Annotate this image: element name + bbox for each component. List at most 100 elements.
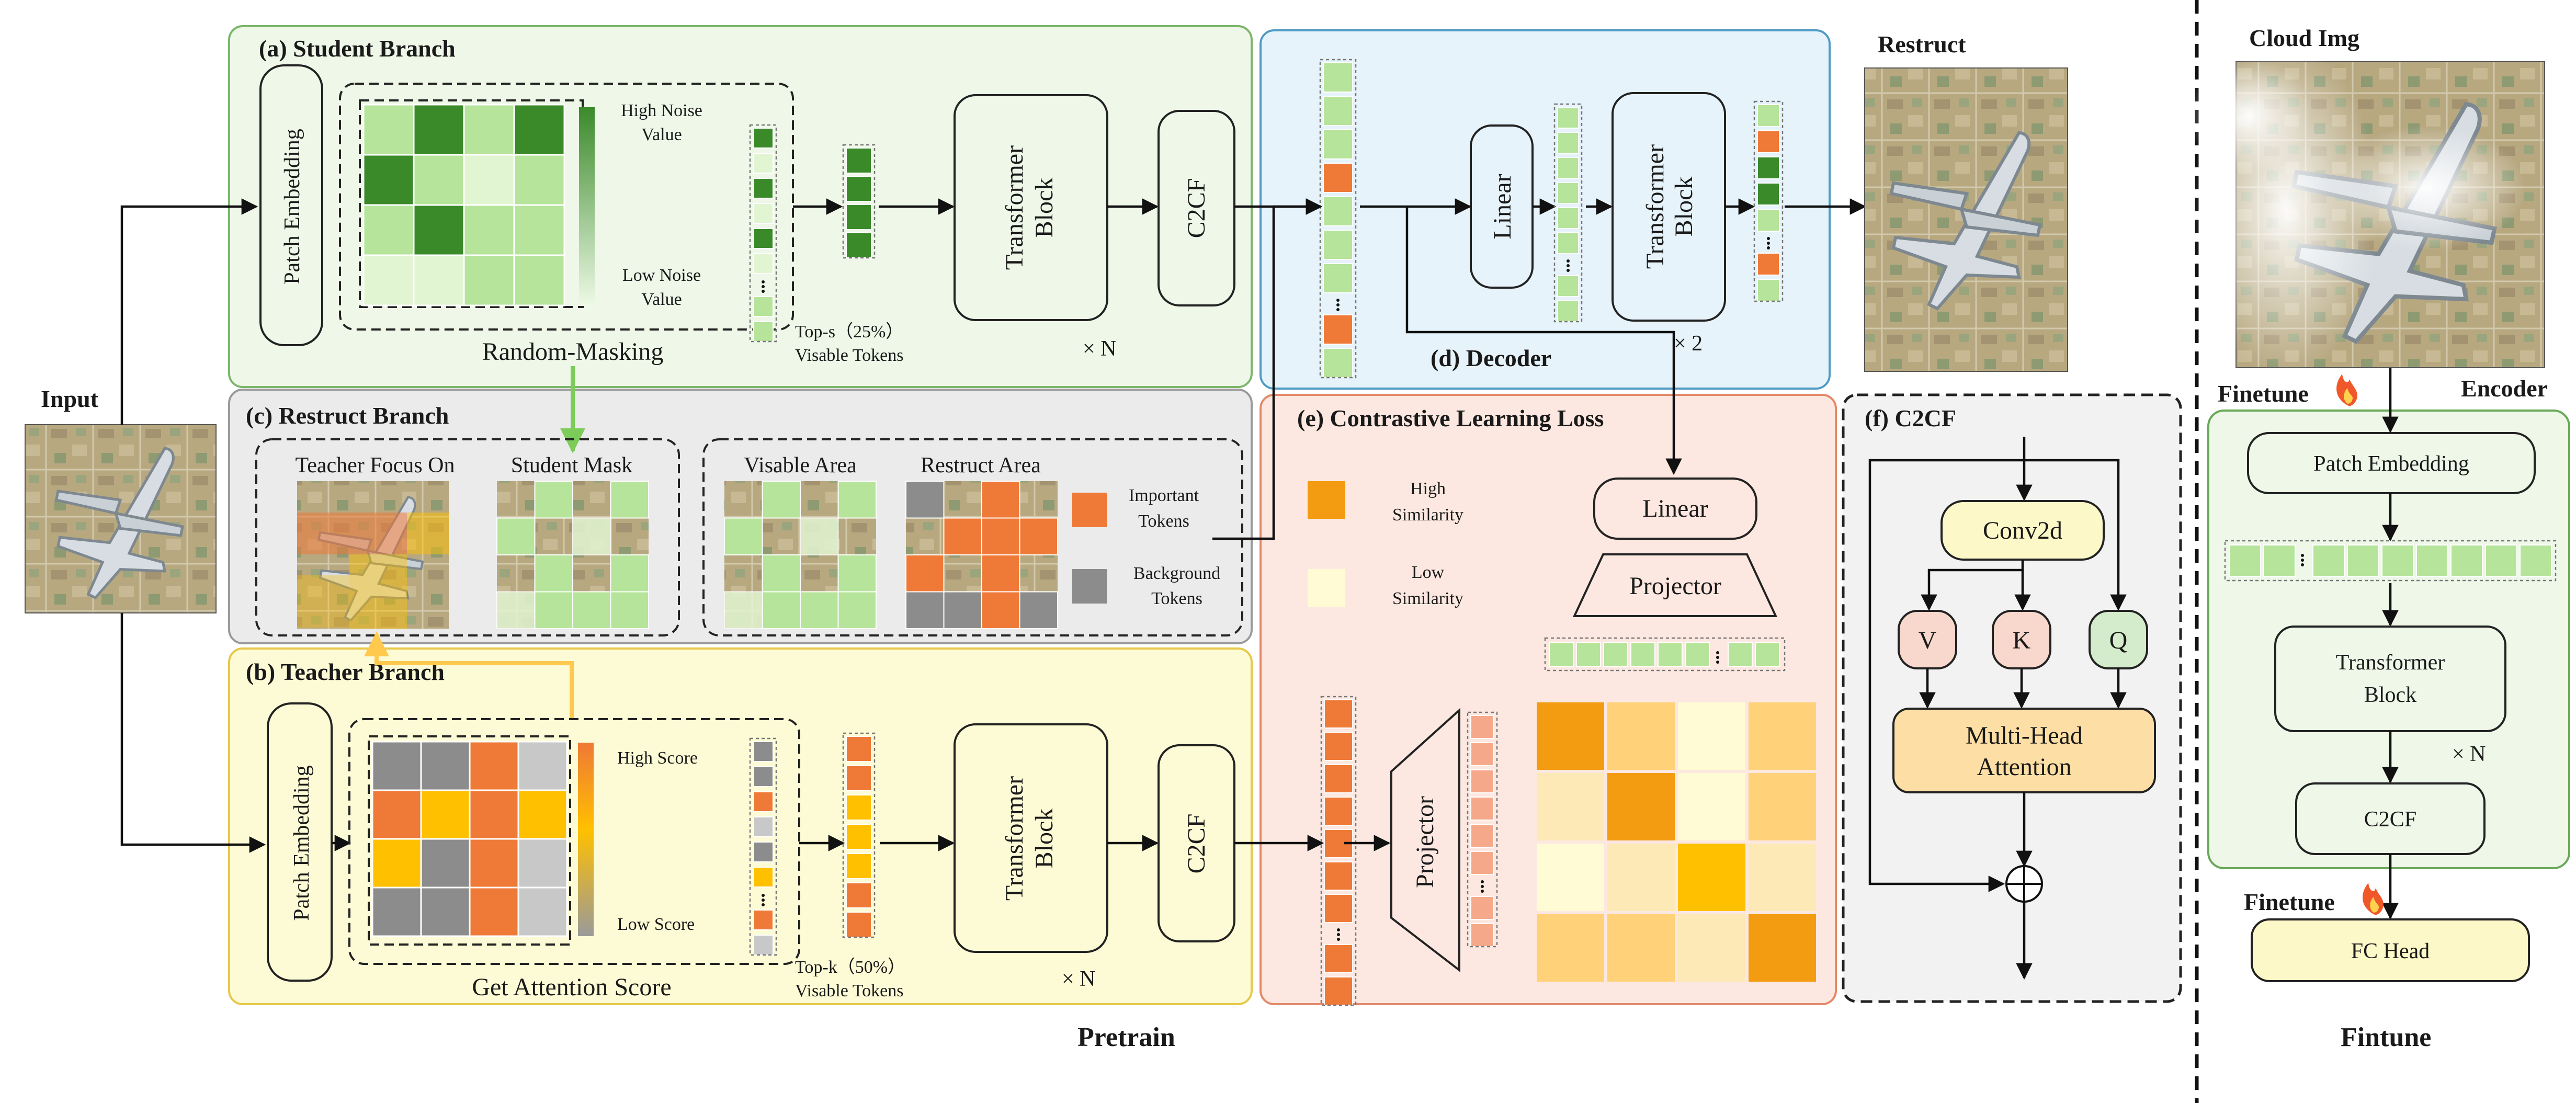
student-grid-cell [513, 254, 565, 306]
c2cf-title: (f) C2CF [1865, 405, 1956, 431]
background-label-1: Background [1133, 564, 1220, 583]
student-patch-embedding [259, 64, 323, 346]
image-patch [943, 517, 982, 555]
teacher-grid-cell [469, 838, 519, 889]
decoder-input-tokens [1319, 59, 1357, 379]
cloud-image [2186, 42, 2545, 377]
ellipsis-dot [1481, 880, 1484, 883]
token [753, 842, 774, 862]
token [1685, 642, 1710, 667]
token-frame [1753, 100, 1784, 302]
similarity-cell [1745, 840, 1819, 914]
attention-score-label: Get Attention Score [472, 973, 671, 1001]
image-patch [572, 591, 611, 629]
token [753, 253, 774, 274]
image-patch [534, 481, 573, 519]
ellipsis-dot [1567, 259, 1570, 263]
token [1323, 96, 1353, 126]
projector-output-tokens [1544, 637, 1786, 672]
token [1557, 300, 1579, 322]
teacher-grid-cell [420, 838, 471, 889]
c2cf-q-label: Q [2109, 627, 2128, 654]
student-grid-cell [513, 104, 565, 156]
token [1757, 183, 1780, 206]
decoder-linear-tokens [1553, 103, 1583, 323]
token [1755, 642, 1780, 667]
noise-low-label-2: Value [641, 290, 682, 309]
teacher-transformer-label-1: Transformer [1001, 776, 1028, 901]
fintune-label: Fintune [2341, 1022, 2431, 1052]
token [1757, 130, 1780, 153]
contrastive-title: (e) Contrastive Learning Loss [1297, 405, 1604, 431]
student-visible-tokens [842, 144, 876, 259]
teacher-topk-1: Top-k（50%） [795, 957, 905, 977]
similarity-cell [1675, 840, 1749, 914]
image-patch [837, 554, 877, 593]
image-patch [1019, 591, 1058, 629]
ft-transformer-block [2274, 626, 2506, 732]
image-patch [610, 591, 649, 629]
score-high-label: High Score [617, 748, 698, 768]
token [2520, 544, 2552, 577]
image-patch [534, 554, 573, 593]
teacher-grid-cell [420, 886, 471, 937]
teacher-grid-cell [517, 741, 568, 791]
teacher-focus-label: Teacher Focus On [296, 453, 455, 477]
similarity-cell [1675, 699, 1749, 773]
ellipsis-dot [762, 903, 765, 906]
decoder-title: (d) Decoder [1431, 345, 1551, 371]
similarity-cell [1745, 770, 1819, 844]
ellipsis-dot [1337, 928, 1340, 931]
token [753, 178, 774, 199]
student-grid-cell [362, 104, 415, 156]
ft-token-row [2224, 540, 2557, 582]
student-transformer-label-2: Block [1030, 178, 1058, 238]
similarity-cell [1604, 911, 1678, 985]
token [753, 321, 774, 342]
token [1576, 642, 1601, 667]
important-label-1: Important [1129, 486, 1199, 505]
token [846, 232, 872, 258]
c2cf-panel [1842, 393, 2182, 1003]
image-patch [981, 481, 1020, 519]
ft-transformer-label-1: Transformer [2336, 651, 2445, 675]
token [1557, 182, 1579, 204]
token [1557, 275, 1579, 297]
teacher-grid-cell [371, 741, 422, 791]
token-frame [842, 732, 876, 938]
token [1470, 923, 1494, 947]
token-frame [2224, 540, 2557, 582]
token [1323, 129, 1353, 160]
token [846, 204, 872, 230]
token [1557, 107, 1579, 129]
finetune-label-top: Finetune [2218, 380, 2309, 407]
teacher-transformer-block [954, 723, 1108, 953]
token [753, 766, 774, 787]
restruct-branch-title: (c) Restruct Branch [246, 402, 449, 429]
ft-fc-head [2251, 918, 2530, 982]
ellipsis-dot [1567, 269, 1570, 272]
similarity-cell [1745, 911, 1819, 985]
token [753, 296, 774, 317]
projector-top-label: Projector [1629, 572, 1721, 600]
high-similarity-1: High [1410, 479, 1446, 498]
teacher-grid-cell [371, 886, 422, 937]
projector-side-label: Projector [1411, 796, 1439, 888]
restruct-area-image [905, 481, 1058, 629]
token [1630, 642, 1655, 667]
teacher-token-column [749, 737, 777, 956]
token [753, 203, 774, 224]
projector-side-tokens [1467, 711, 1498, 948]
token [1323, 196, 1353, 226]
image-patch [724, 591, 763, 629]
student-grid-cell [463, 104, 515, 156]
token [2416, 544, 2448, 577]
teacher-attention-grid [371, 741, 568, 937]
token [1757, 253, 1780, 276]
token [1549, 642, 1574, 667]
image-patch [800, 591, 839, 629]
token [846, 736, 872, 762]
token [1557, 157, 1579, 179]
similarity-cell [1675, 770, 1749, 844]
student-topk-1: Top-s（25%） [795, 322, 903, 342]
